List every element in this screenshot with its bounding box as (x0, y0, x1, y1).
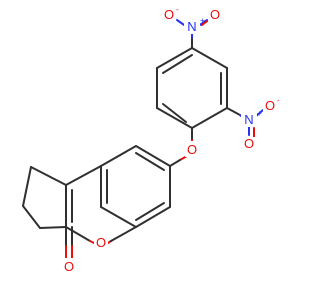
atom-o-ring: O (96, 235, 106, 250)
molecule-diagram: N + O - O N + O - O O O O (22, 5, 280, 274)
atom-o-right: O (244, 136, 254, 151)
charge-plus-right: + (257, 109, 262, 118)
atom-o-ether: O (187, 142, 197, 157)
charge-plus-top: + (200, 16, 205, 25)
nitro-group-right: N + O - O (241, 96, 280, 151)
atom-o-top: O (210, 7, 220, 22)
nitro-group-top: N + O - O (162, 5, 222, 34)
atom-o-top-minus: O (164, 7, 174, 22)
bond-layer (22, 18, 264, 259)
atom-layer: N + O - O N + O - O O O O (62, 5, 280, 274)
charge-minus-top: - (176, 5, 179, 14)
atom-n-right: N (244, 112, 253, 127)
structure-canvas: N + O - O N + O - O O O O (22, 5, 280, 274)
charge-minus-right: - (277, 96, 280, 105)
atom-o-right-minus: O (265, 98, 275, 113)
atom-o-carbonyl: O (64, 259, 74, 274)
atom-n-top: N (187, 19, 196, 34)
